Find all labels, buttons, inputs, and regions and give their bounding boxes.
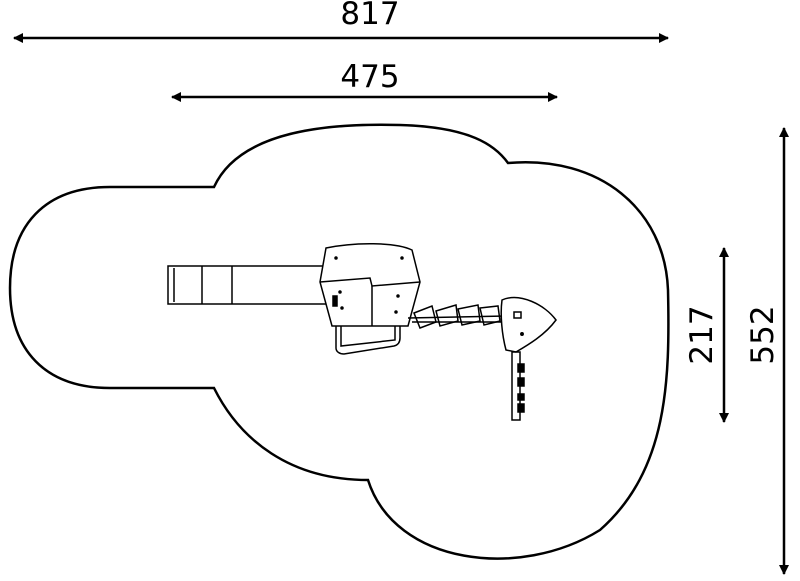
overall-width-label: 817 [340,0,399,32]
structure-depth-label: 217 [684,305,720,364]
stepping-bridge [407,304,507,329]
slide [167,265,327,305]
climbing-ladder [511,351,525,421]
overall-depth-label: 552 [745,305,781,364]
tower-ladder [335,326,401,355]
safety-zone-outline [8,123,670,560]
tower-platform [319,243,421,327]
lookout-tower [500,296,557,353]
structure-width-label: 475 [340,59,399,95]
